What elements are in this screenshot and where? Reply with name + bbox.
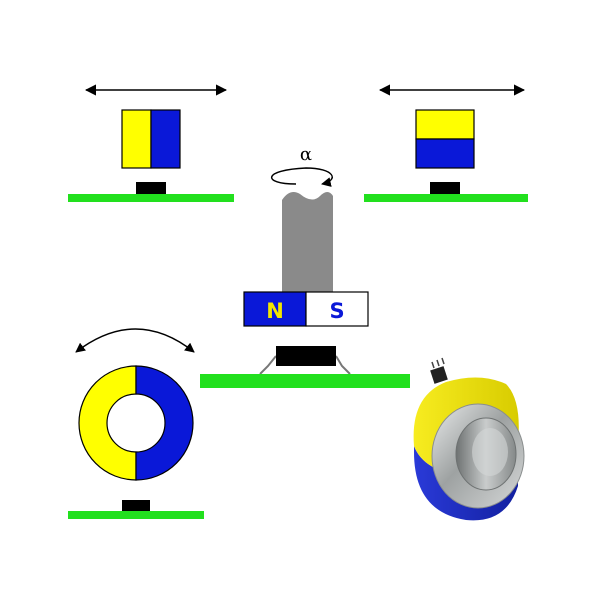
bore-highlight xyxy=(472,428,508,476)
pcb-board xyxy=(364,194,528,202)
ring-magnet-sensor xyxy=(68,328,204,519)
sensor-chip xyxy=(430,182,460,194)
north-label: N xyxy=(266,299,284,323)
ring-yellow-half xyxy=(78,365,137,481)
shaft xyxy=(282,192,333,292)
rotation-angle-label: α xyxy=(300,144,312,165)
magnet-yellow-half xyxy=(415,109,475,140)
ring-blue-half xyxy=(135,365,194,481)
sensor-chip xyxy=(276,346,336,366)
magnet-blue-half xyxy=(415,138,475,169)
encoder-ring-3d xyxy=(413,357,525,521)
linear-sensor-left xyxy=(68,84,234,202)
pcb-board xyxy=(68,194,234,202)
linear-sensor-right xyxy=(364,84,528,202)
south-pole xyxy=(305,291,369,327)
sensor-chip xyxy=(122,500,150,511)
magnet-blue-half xyxy=(150,109,181,169)
curved-double-arrow-icon xyxy=(75,328,195,353)
chip-pins xyxy=(431,357,445,369)
magnet-yellow-half xyxy=(121,109,152,169)
pcb-board xyxy=(68,511,204,519)
chip-leads xyxy=(259,355,351,375)
south-label: S xyxy=(329,299,344,323)
encoder-chip xyxy=(430,366,448,384)
rotary-shaft-sensor: α N S xyxy=(200,144,410,388)
pcb-board xyxy=(200,374,410,388)
sensor-chip xyxy=(136,182,166,194)
circular-arrow-icon xyxy=(271,167,333,187)
